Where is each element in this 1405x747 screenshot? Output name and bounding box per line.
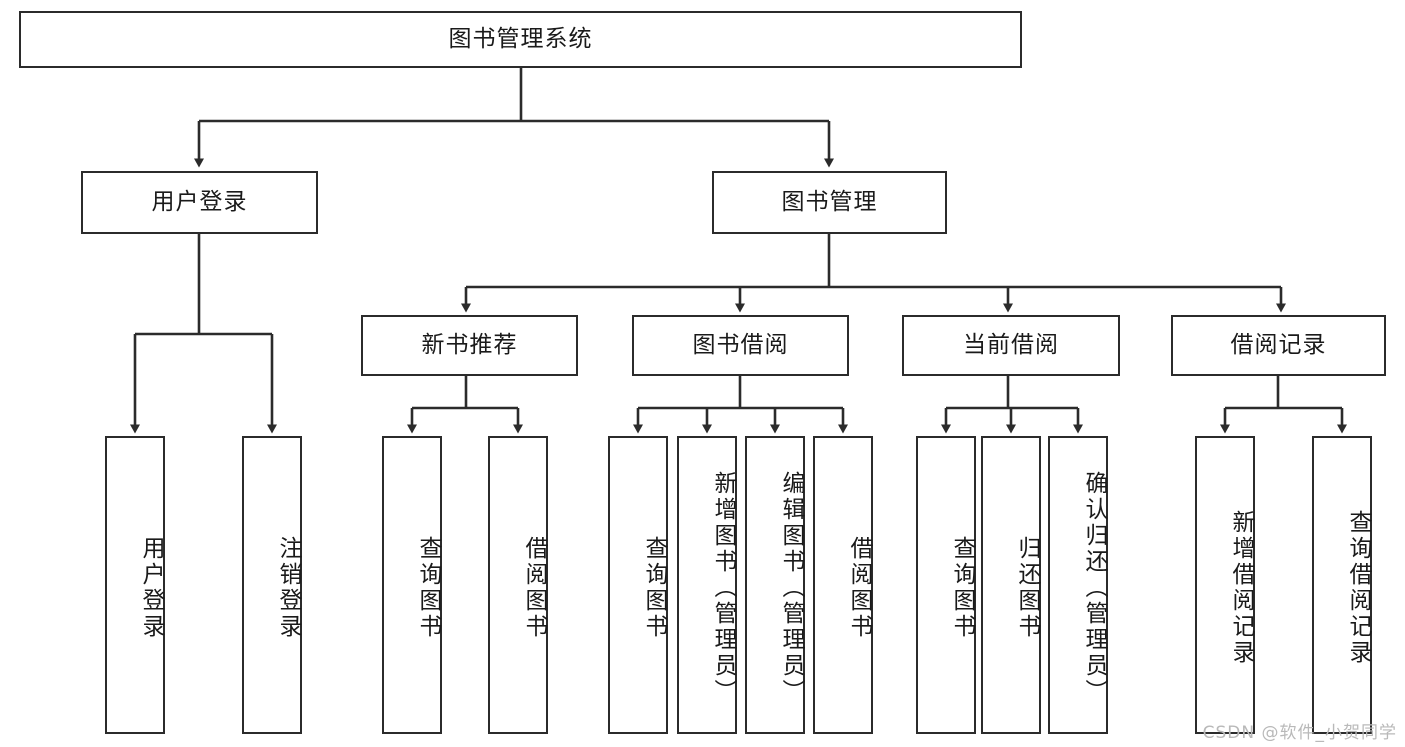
node-label: 图书管理系统 bbox=[448, 25, 593, 52]
node-label: 编辑图书（管理员） bbox=[778, 471, 804, 705]
leaf-borrow-query-book[interactable]: 查询图书 bbox=[608, 436, 668, 734]
node-label: 新增图书（管理员） bbox=[710, 471, 736, 705]
node-new-book-recommend[interactable]: 新书推荐 bbox=[361, 315, 578, 376]
leaf-borrow-add-book-admin[interactable]: 新增图书（管理员） bbox=[677, 436, 737, 734]
node-book-management[interactable]: 图书管理 bbox=[712, 171, 947, 234]
node-label: 图书管理 bbox=[781, 188, 878, 215]
node-label: 查询图书 bbox=[949, 536, 975, 640]
node-label: 新书推荐 bbox=[421, 331, 518, 358]
node-label: 图书借阅 bbox=[692, 331, 789, 358]
node-label: 查询图书 bbox=[415, 536, 441, 640]
node-label: 归还图书 bbox=[1014, 536, 1040, 640]
leaf-borrow-edit-book-admin[interactable]: 编辑图书（管理员） bbox=[745, 436, 805, 734]
leaf-user-login-signin[interactable]: 用户登录 bbox=[105, 436, 165, 734]
leaf-record-query-record[interactable]: 查询借阅记录 bbox=[1312, 436, 1372, 734]
node-user-login[interactable]: 用户登录 bbox=[81, 171, 318, 234]
leaf-user-login-logout[interactable]: 注销登录 bbox=[242, 436, 302, 734]
node-label: 查询图书 bbox=[641, 536, 667, 640]
node-label: 借阅图书 bbox=[521, 536, 547, 640]
leaf-recommend-query-book[interactable]: 查询图书 bbox=[382, 436, 442, 734]
leaf-recommend-borrow-book[interactable]: 借阅图书 bbox=[488, 436, 548, 734]
node-label: 注销登录 bbox=[275, 536, 301, 640]
node-book-borrow[interactable]: 图书借阅 bbox=[632, 315, 849, 376]
leaf-borrow-borrow-book[interactable]: 借阅图书 bbox=[813, 436, 873, 734]
leaf-record-add-record[interactable]: 新增借阅记录 bbox=[1195, 436, 1255, 734]
node-label: 当前借阅 bbox=[963, 331, 1059, 358]
node-current-borrow[interactable]: 当前借阅 bbox=[902, 315, 1120, 376]
node-label: 借阅图书 bbox=[846, 536, 872, 640]
watermark-text: CSDN @软件_小贺同学 bbox=[1202, 723, 1397, 743]
node-label: 借阅记录 bbox=[1230, 331, 1327, 358]
leaf-current-return-book[interactable]: 归还图书 bbox=[981, 436, 1041, 734]
node-label: 确认归还（管理员） bbox=[1081, 471, 1107, 705]
node-borrow-record[interactable]: 借阅记录 bbox=[1171, 315, 1386, 376]
node-label: 用户登录 bbox=[151, 188, 248, 215]
node-root-system[interactable]: 图书管理系统 bbox=[19, 11, 1022, 68]
node-label: 查询借阅记录 bbox=[1345, 510, 1371, 666]
node-label: 新增借阅记录 bbox=[1228, 510, 1254, 666]
node-label: 用户登录 bbox=[138, 536, 164, 640]
leaf-current-query-book[interactable]: 查询图书 bbox=[916, 436, 976, 734]
leaf-current-confirm-return-admin[interactable]: 确认归还（管理员） bbox=[1048, 436, 1108, 734]
